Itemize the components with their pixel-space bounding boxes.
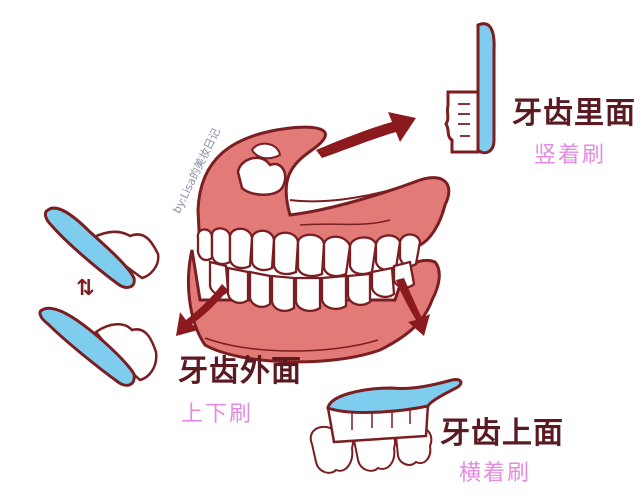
arrow-to-inner-icon (316, 112, 416, 158)
brush-handle-icon (476, 22, 496, 155)
brush-handle-icon (43, 206, 136, 289)
brush-handle-icon (38, 306, 136, 387)
brush-handle-icon (326, 378, 463, 414)
outer-surface-toothbrushes (38, 206, 160, 387)
arrow-to-top-icon (396, 278, 430, 336)
bristle-lines (458, 103, 470, 137)
label-inner-method: 竖着刷 (534, 143, 607, 168)
arrow-to-outer-icon (176, 284, 228, 336)
inner-surface-toothbrush (444, 22, 496, 155)
back-molar-icon (250, 142, 282, 160)
label-top-method: 横着刷 (459, 461, 532, 486)
label-outer-surface: 牙齿外面 (178, 354, 302, 389)
back-molar-icon (236, 156, 287, 196)
direction-arrows (176, 112, 430, 336)
up-down-arrows-icon: ⇅ (76, 276, 95, 301)
lower-teeth-row (208, 260, 416, 312)
bristles-icon (444, 90, 480, 154)
dental-arch-illustration (187, 125, 451, 364)
label-outer-method: 上下刷 (181, 402, 254, 427)
bristles-icon (89, 230, 160, 280)
top-surface-toothbrush (309, 378, 463, 474)
bristles-icon (94, 323, 158, 382)
label-top-surface: 牙齿上面 (440, 416, 564, 451)
upper-teeth-row (196, 227, 422, 278)
label-inner-surface: 牙齿里面 (512, 96, 636, 131)
